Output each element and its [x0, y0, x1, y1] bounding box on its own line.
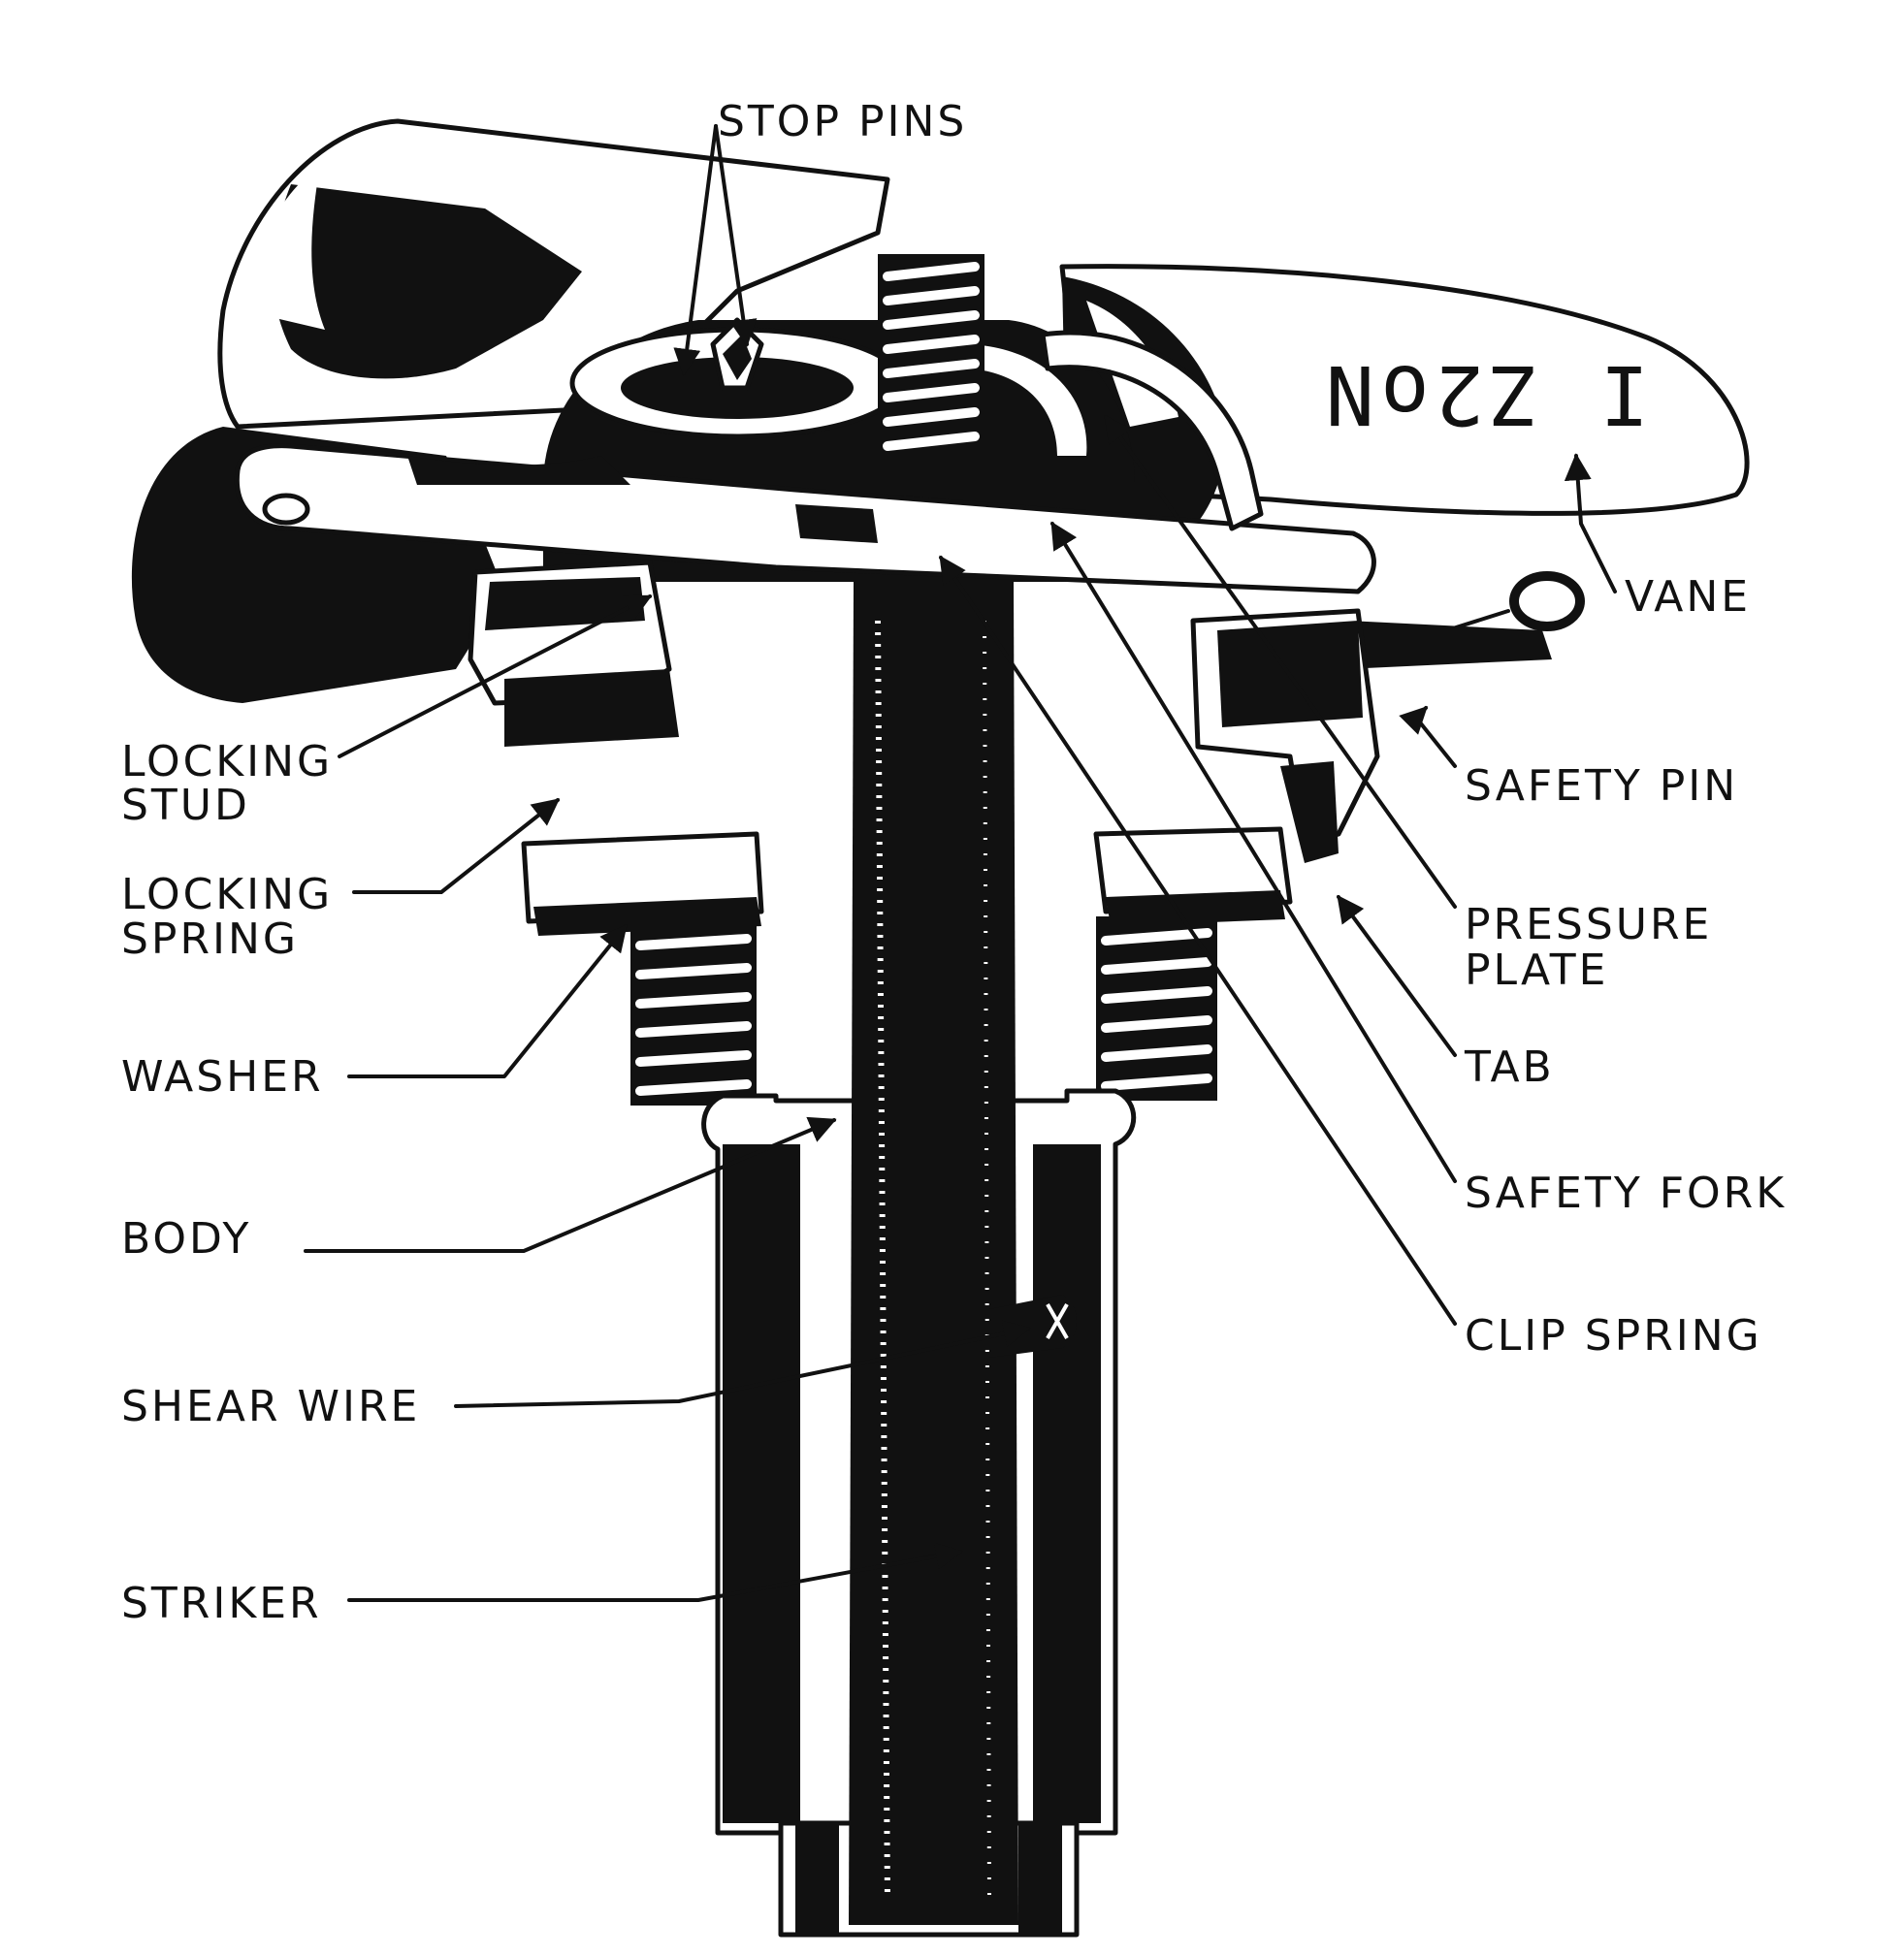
- label-washer: WASHER: [121, 1052, 324, 1102]
- leader-clip-spring: [939, 555, 1457, 1326]
- leader-striker: [347, 1542, 963, 1602]
- label-safety-pin: SAFETY PIN: [1465, 761, 1738, 811]
- locking-stud-block: [468, 560, 679, 747]
- label-striker: STRIKER: [121, 1579, 322, 1628]
- safety-fork: [234, 443, 1376, 594]
- leader-locking-stud: [338, 594, 653, 758]
- label-locking-stud-line1: LOCKING: [121, 737, 333, 786]
- fuze-illustration: I Z2oN: [131, 118, 1750, 1938]
- pressure-plate: [1040, 330, 1264, 531]
- leader-pressure-plate: [1104, 414, 1457, 909]
- safety-pin: [1337, 571, 1585, 671]
- striker-rod: [849, 582, 1018, 1925]
- label-tab: TAB: [1464, 1042, 1555, 1092]
- label-vane: VANE: [1625, 572, 1751, 622]
- tab-block: [1190, 608, 1380, 863]
- locking-spring-right: [1096, 916, 1217, 1101]
- leader-stop-pins-b: [714, 124, 758, 347]
- label-locking-stud-line2: STUD: [121, 781, 250, 830]
- vane-stamp: I Z2oN: [1320, 347, 1649, 442]
- leader-stop-pins-a: [673, 124, 718, 376]
- leader-shear-wire: [454, 1320, 1031, 1408]
- leader-safety-pin: [1399, 706, 1457, 768]
- label-clip-spring: CLIP SPRING: [1465, 1311, 1762, 1361]
- locking-spring-left: [630, 921, 757, 1106]
- label-body: BODY: [121, 1214, 251, 1264]
- leader-safety-fork: [1050, 521, 1457, 1183]
- label-locking-spring-line2: SPRING: [121, 914, 299, 964]
- label-pressure-plate-line1: PRESSURE: [1465, 900, 1712, 949]
- washer-left: [521, 831, 764, 936]
- leader-lines: [304, 124, 1617, 1602]
- leader-body: [304, 1116, 837, 1253]
- label-pressure-plate-line2: PLATE: [1465, 946, 1608, 995]
- label-safety-fork: SAFETY FORK: [1465, 1169, 1787, 1218]
- leader-tab: [1337, 894, 1457, 1057]
- arming-stem: [878, 254, 984, 487]
- leader-washer: [347, 923, 628, 1078]
- callout-labels: STOP PINS VANE SAFETY PIN PRESSURE PLATE…: [121, 97, 1787, 1628]
- leader-vane: [1564, 453, 1617, 593]
- label-stop-pins: STOP PINS: [718, 97, 967, 146]
- label-shear-wire: SHEAR WIRE: [121, 1382, 420, 1431]
- label-locking-spring-line1: LOCKING: [121, 870, 333, 919]
- washer-right: [1093, 826, 1293, 926]
- leader-locking-spring: [352, 798, 561, 894]
